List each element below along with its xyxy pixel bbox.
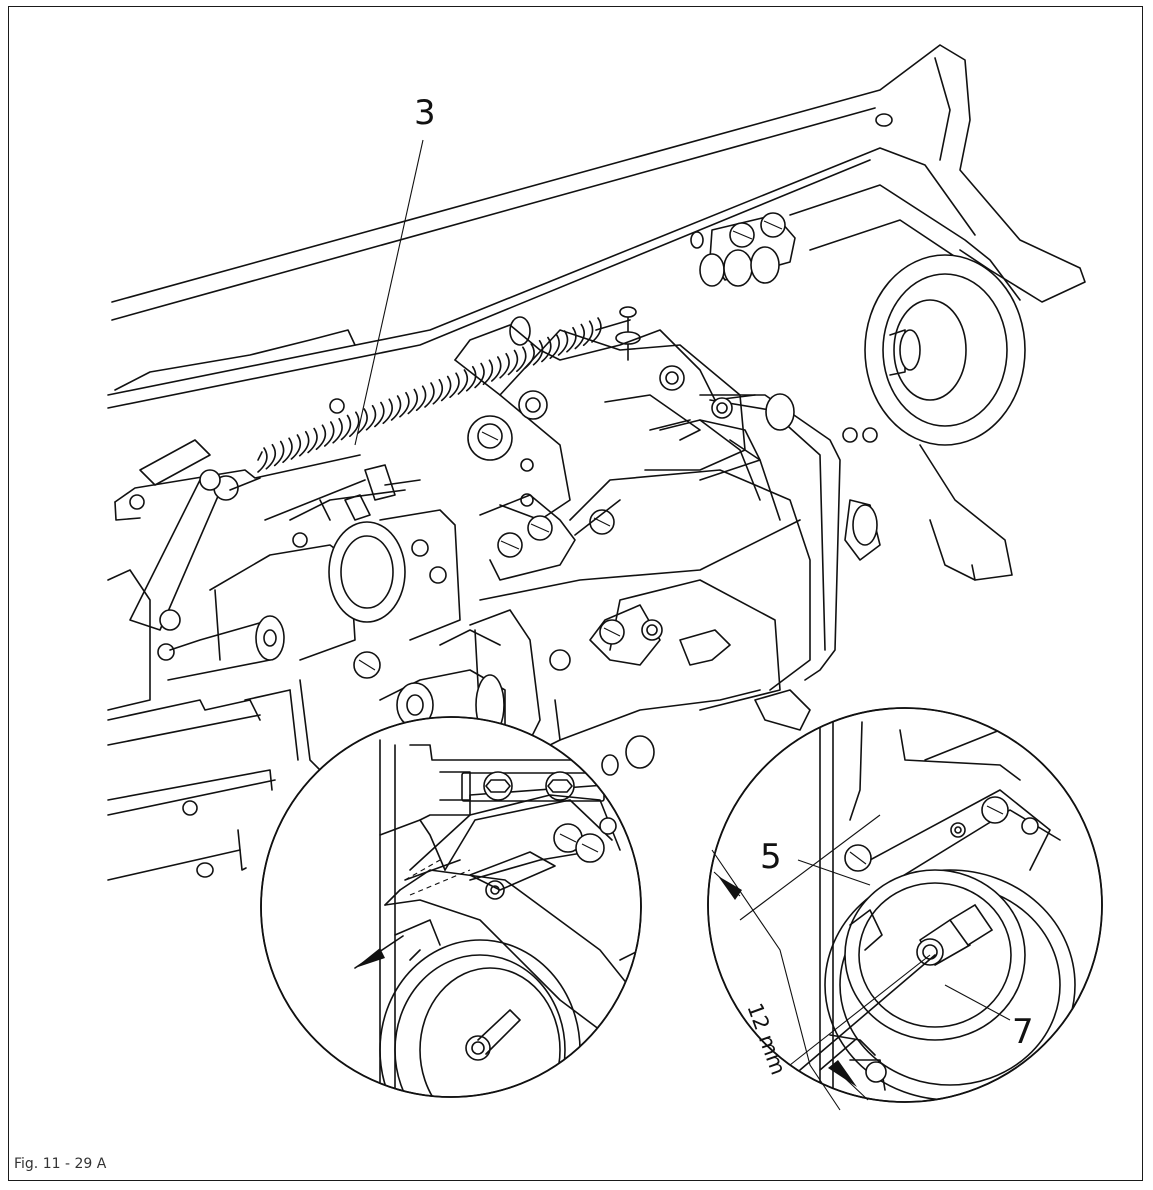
machine-arm [107, 44, 1086, 409]
figure-caption: Fig. 11 - 29 A [14, 1156, 107, 1172]
central-assembly [244, 324, 881, 776]
left-mechanism [107, 329, 461, 881]
callout-5: 5 [760, 837, 782, 877]
leader-lines [354, 139, 1011, 1021]
detail-inset-left [260, 716, 642, 1098]
detail-inset-right [707, 707, 1103, 1103]
spring-3 [257, 306, 641, 473]
top-clamp [690, 212, 796, 287]
callout-7: 7 [1012, 1012, 1034, 1052]
handwheel [789, 184, 1026, 581]
figure-frame [8, 6, 1143, 1181]
callout-3: 3 [414, 93, 436, 133]
dimension-12mm [711, 814, 931, 1111]
spring-coils [257, 317, 602, 473]
